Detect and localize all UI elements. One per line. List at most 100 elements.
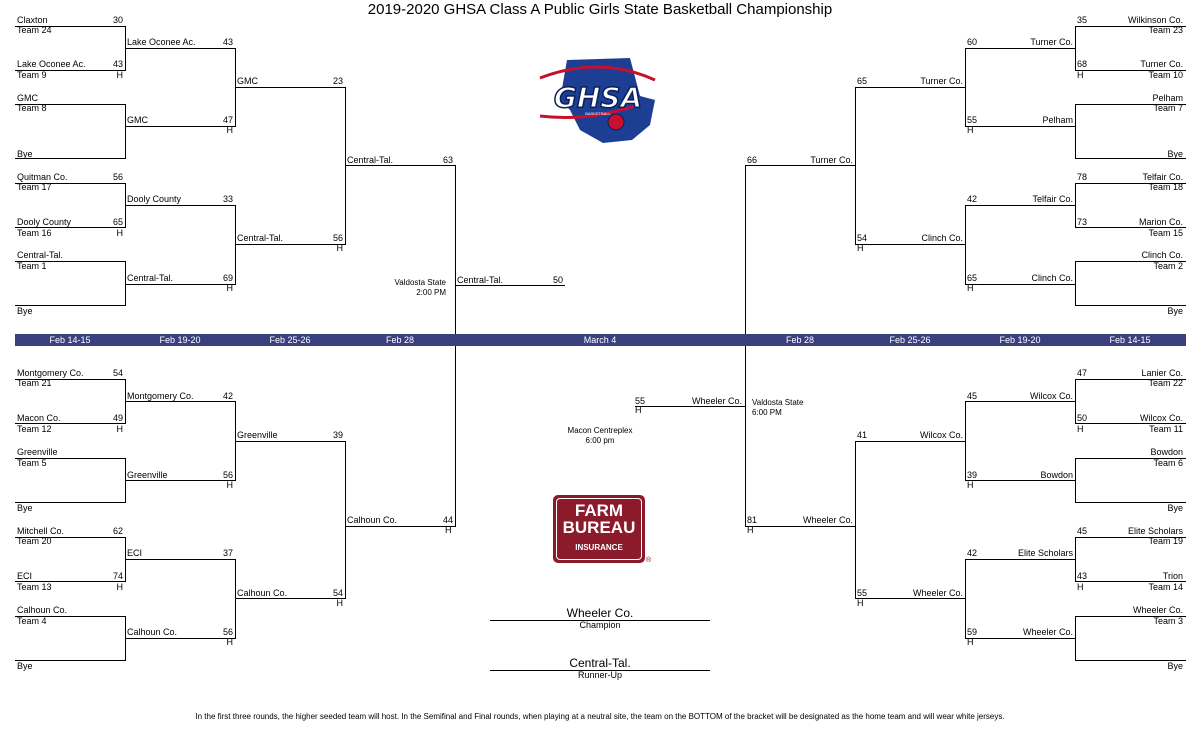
team-score: 23 bbox=[332, 76, 343, 86]
team-score: 60 bbox=[967, 37, 978, 47]
team-score: 39 bbox=[332, 430, 343, 440]
team-name: Bye bbox=[1167, 661, 1183, 671]
team-name: Turner Co. bbox=[1030, 37, 1073, 47]
team-seed: Team 3 bbox=[1153, 616, 1183, 626]
date-label: Feb 25-26 bbox=[889, 335, 931, 345]
team-name: Calhoun Co. bbox=[347, 515, 398, 525]
team-score: 55 bbox=[857, 588, 868, 598]
host-marker: H bbox=[116, 70, 124, 80]
team-name: Central-Tal. bbox=[17, 250, 64, 260]
team-name: Bye bbox=[1167, 306, 1183, 316]
date-label: Feb 28 bbox=[385, 335, 415, 345]
time-label: 2:00 PM bbox=[416, 288, 446, 297]
team-name: Central-Tal. bbox=[347, 155, 394, 165]
team-name: ECI bbox=[17, 571, 33, 581]
team-seed: Team 5 bbox=[17, 458, 47, 468]
team-name: Telfair Co. bbox=[1142, 172, 1183, 182]
team-name: Telfair Co. bbox=[1032, 194, 1073, 204]
team-score: 39 bbox=[967, 470, 978, 480]
team-name: Claxton bbox=[17, 15, 48, 25]
team-name: Lanier Co. bbox=[1141, 368, 1183, 378]
team-seed: Team 11 bbox=[1149, 424, 1183, 434]
host-marker: H bbox=[336, 598, 344, 608]
host-marker: H bbox=[967, 125, 974, 135]
host-marker: H bbox=[967, 283, 974, 293]
host-marker: H bbox=[857, 598, 864, 608]
team-seed: Team 7 bbox=[1153, 103, 1183, 113]
team-name: Lake Oconee Ac. bbox=[17, 59, 86, 69]
team-name: Wheeler Co. bbox=[802, 515, 853, 525]
ghsa-logo: GHSA BASKETBALL bbox=[539, 58, 656, 143]
team-score: 50 bbox=[1077, 413, 1088, 423]
champion-name: Wheeler Co. bbox=[566, 606, 634, 620]
team-score: 56 bbox=[112, 172, 123, 182]
team-seed: Team 15 bbox=[1148, 228, 1183, 238]
team-score: 42 bbox=[967, 548, 978, 558]
team-name: Wilcox Co. bbox=[919, 430, 963, 440]
team-score: 66 bbox=[747, 155, 758, 165]
team-name: Trion bbox=[1162, 571, 1183, 581]
team-seed: Team 10 bbox=[1148, 70, 1183, 80]
date-label: March 4 bbox=[583, 335, 617, 345]
host-marker: H bbox=[857, 243, 864, 253]
team-name: Bye bbox=[17, 661, 33, 671]
team-name: Elite Scholars bbox=[1017, 548, 1073, 558]
host-marker: H bbox=[1077, 424, 1084, 434]
farm-bureau-logo: FARM BUREAU INSURANCE bbox=[553, 495, 645, 563]
venue-label: Valdosta State bbox=[752, 398, 804, 407]
team-score: 68 bbox=[1077, 59, 1088, 69]
team-score: 54 bbox=[332, 588, 343, 598]
team-score: 56 bbox=[332, 233, 343, 243]
team-seed: Team 23 bbox=[1148, 25, 1183, 35]
team-name: Wilkinson Co. bbox=[1127, 15, 1183, 25]
team-name: Calhoun Co. bbox=[127, 627, 178, 637]
venue-label: Valdosta State bbox=[394, 278, 446, 287]
team-name: Bye bbox=[1167, 149, 1183, 159]
host-marker: H bbox=[1077, 582, 1084, 592]
team-name: Clinch Co. bbox=[921, 233, 963, 243]
team-seed: Team 24 bbox=[17, 25, 52, 35]
date-label: Feb 19-20 bbox=[159, 335, 201, 345]
team-name: Wheeler Co. bbox=[1132, 605, 1183, 615]
team-seed: Team 20 bbox=[17, 536, 52, 546]
host-marker: H bbox=[1077, 70, 1084, 80]
team-name: Bye bbox=[1167, 503, 1183, 513]
team-name: Calhoun Co. bbox=[17, 605, 68, 615]
team-score: 47 bbox=[1077, 368, 1088, 378]
team-name: GMC bbox=[17, 93, 38, 103]
team-seed: Team 21 bbox=[17, 378, 52, 388]
team-name: Bowdon bbox=[1040, 470, 1073, 480]
venue-label: Macon Centreplex bbox=[567, 426, 633, 435]
team-score: 45 bbox=[1077, 526, 1088, 536]
team-name: Wheeler Co. bbox=[912, 588, 963, 598]
team-name: Macon Co. bbox=[17, 413, 61, 423]
team-name: Greenville bbox=[237, 430, 278, 440]
team-seed: Team 19 bbox=[1148, 536, 1183, 546]
team-name: Dooly County bbox=[127, 194, 182, 204]
team-score: 33 bbox=[222, 194, 233, 204]
team-score: 54 bbox=[112, 368, 123, 378]
team-seed: Team 6 bbox=[1153, 458, 1183, 468]
time-label: 6:00 PM bbox=[752, 408, 782, 417]
team-score: 62 bbox=[112, 526, 123, 536]
team-name: Lake Oconee Ac. bbox=[127, 37, 196, 47]
team-score: 55 bbox=[967, 115, 978, 125]
host-marker: H bbox=[445, 525, 452, 535]
team-name: Turner Co. bbox=[810, 155, 853, 165]
date-label: Feb 28 bbox=[785, 335, 815, 345]
host-marker: H bbox=[967, 637, 974, 647]
team-seed: Team 1 bbox=[17, 261, 47, 271]
team-score: 42 bbox=[222, 391, 233, 401]
team-name: Wheeler Co. bbox=[691, 396, 742, 406]
team-name: Mitchell Co. bbox=[17, 526, 65, 536]
team-seed: Team 17 bbox=[17, 182, 52, 192]
team-name: Greenville bbox=[127, 470, 168, 480]
team-name: Montgomery Co. bbox=[17, 368, 84, 378]
team-score: 74 bbox=[112, 571, 123, 581]
team-score: 49 bbox=[112, 413, 123, 423]
team-score: 63 bbox=[442, 155, 453, 165]
host-marker: H bbox=[336, 243, 344, 253]
team-seed: Team 22 bbox=[1148, 378, 1183, 388]
